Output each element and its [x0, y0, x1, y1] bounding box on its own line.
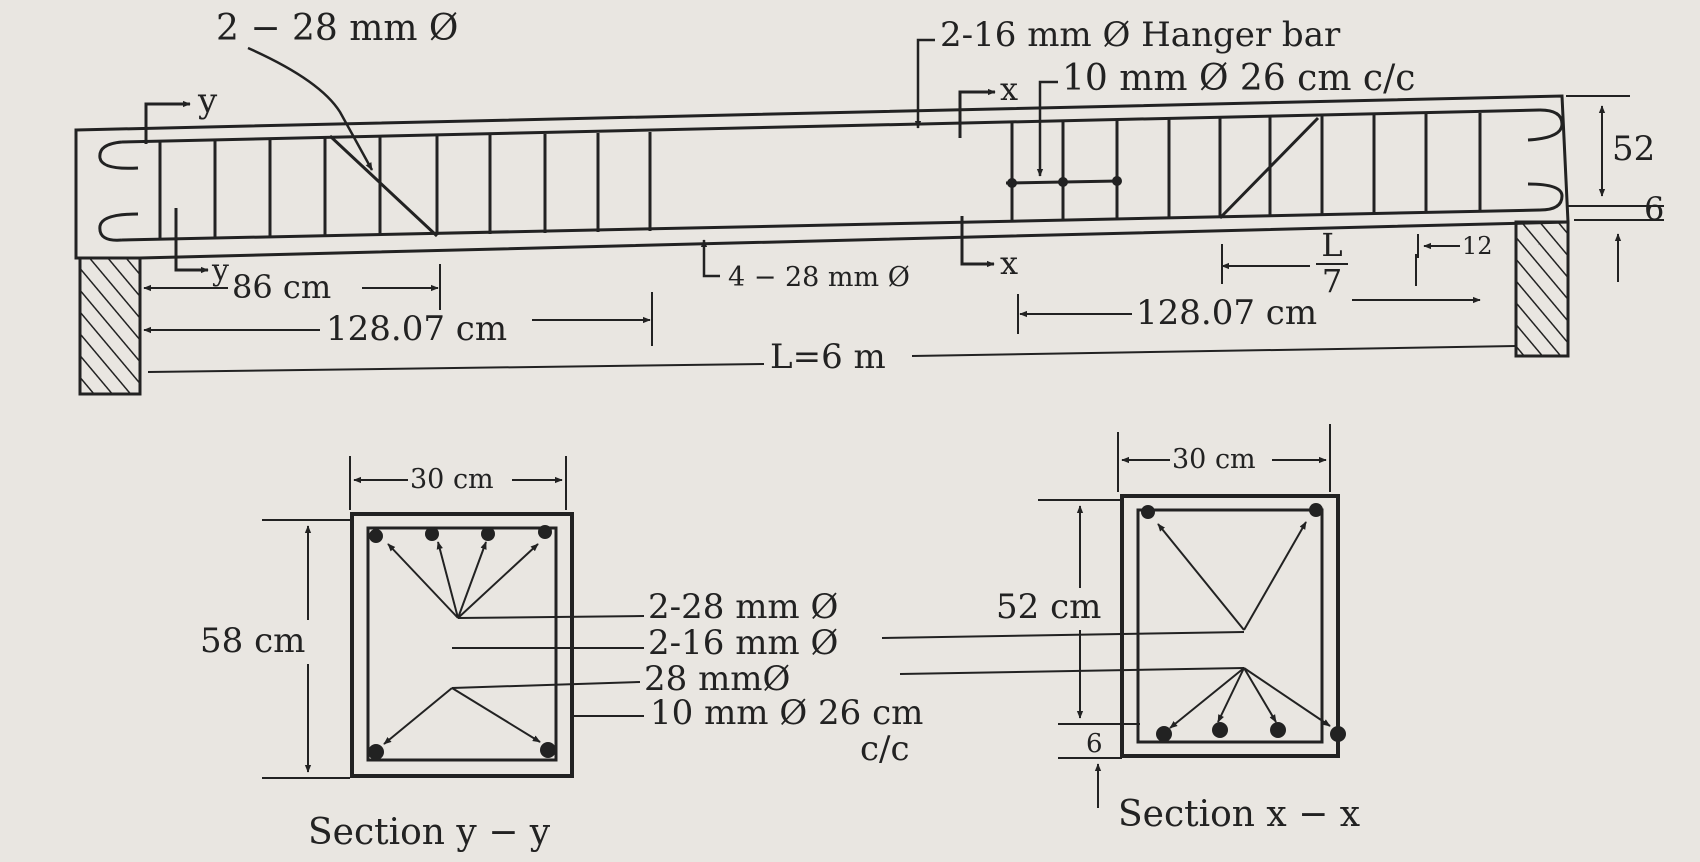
svg-text:128.07 cm: 128.07 cm — [1136, 293, 1317, 333]
svg-text:y: y — [211, 253, 229, 288]
section-y-y: 2-28 mm Ø 2-16 mm Ø 28 mmØ 10 mm Ø 26 cm… — [200, 456, 923, 853]
svg-text:128.07 cm: 128.07 cm — [326, 309, 507, 349]
beam-elevation: y y x x 2 − 28 mm Ø 2-16 mm Ø Hanger bar… — [74, 8, 1664, 396]
svg-text:4 − 28 mm Ø: 4 − 28 mm Ø — [728, 262, 910, 293]
label-stirrup-spacing: 10 mm Ø 26 cm c/c — [1036, 58, 1415, 177]
beam-outline — [74, 94, 1570, 260]
svg-text:7: 7 — [1322, 262, 1342, 300]
section-xx-width-dim: 30 cm — [1117, 424, 1331, 492]
svg-text:y: y — [197, 81, 218, 121]
section-yy-stirrup — [366, 526, 558, 762]
svg-text:x: x — [1000, 70, 1018, 108]
section-x-x: 30 cm 52 cm 6 Section x − x — [881, 424, 1360, 835]
svg-text:30 cm: 30 cm — [1172, 444, 1256, 475]
svg-text:L=6 m: L=6 m — [770, 337, 886, 377]
section-yy-callouts: 2-28 mm Ø 2-16 mm Ø 28 mmØ 10 mm Ø 26 cm… — [644, 587, 923, 769]
stirrups-right — [1010, 113, 1482, 220]
label-bent-bar-2-28: 2 − 28 mm Ø — [216, 8, 458, 171]
stirrup-ties — [1005, 176, 1122, 188]
svg-text:58 cm: 58 cm — [200, 621, 305, 661]
svg-text:10 mm Ø 26 cm c/c: 10 mm Ø 26 cm c/c — [1062, 58, 1415, 99]
svg-text:86 cm: 86 cm — [232, 268, 331, 306]
svg-text:2 − 28 mm Ø: 2 − 28 mm Ø — [216, 8, 458, 49]
section-yy-height-dim: 58 cm — [200, 519, 350, 779]
svg-text:c/c: c/c — [860, 729, 910, 769]
dim-span-L: L=6 m — [147, 337, 1517, 377]
section-yy-caption: Section y − y — [308, 812, 551, 853]
svg-text:28 mmØ: 28 mmØ — [644, 659, 790, 699]
section-xx-stirrup — [1136, 508, 1324, 744]
section-xx-bars — [1141, 503, 1346, 742]
svg-text:10 mm Ø 26 cm: 10 mm Ø 26 cm — [650, 693, 923, 733]
svg-text:12: 12 — [1462, 232, 1493, 260]
section-yy-leaders — [383, 541, 645, 745]
section-xx-outline — [1120, 494, 1340, 758]
dim-L-over-7: L 7 — [1221, 226, 1417, 300]
svg-text:52: 52 — [1612, 129, 1655, 169]
svg-text:2-16 mm Ø Hanger bar: 2-16 mm Ø Hanger bar — [940, 15, 1341, 55]
dim-left-128cm: 128.07 cm — [143, 292, 653, 349]
section-yy-width-dim: 30 cm — [349, 456, 567, 510]
section-xx-caption: Section x − x — [1118, 794, 1360, 835]
svg-text:30 cm: 30 cm — [410, 464, 494, 495]
dim-86cm: 86 cm — [143, 264, 441, 310]
left-support — [78, 256, 142, 396]
label-bottom-bars: 4 − 28 mm Ø — [700, 239, 910, 293]
section-yy-bars — [368, 525, 556, 760]
svg-text:2-28 mm Ø: 2-28 mm Ø — [648, 587, 838, 627]
stirrups-left — [158, 132, 652, 240]
main-bottom-bar — [121, 208, 1541, 242]
dim-depth-52-6: 52 6 — [1566, 95, 1664, 282]
section-marker-x: x x — [958, 70, 1018, 282]
right-support — [1514, 220, 1570, 358]
section-xx-height-dim: 52 cm 6 — [996, 499, 1140, 808]
svg-text:L: L — [1321, 226, 1342, 264]
svg-text:52 cm: 52 cm — [996, 587, 1101, 627]
section-xx-leaders — [881, 521, 1331, 729]
svg-text:6: 6 — [1644, 190, 1664, 228]
dim-right-128cm: 128.07 cm — [1017, 293, 1481, 334]
section-yy-outline — [350, 512, 574, 778]
svg-text:6: 6 — [1086, 729, 1103, 759]
section-marker-y: y y — [144, 81, 229, 288]
hanger-bar — [121, 108, 1541, 144]
svg-text:2-16 mm Ø: 2-16 mm Ø — [648, 623, 838, 663]
label-hanger-bar: 2-16 mm Ø Hanger bar — [914, 15, 1341, 129]
bent-up-bar-left — [328, 134, 439, 238]
svg-text:x: x — [1000, 244, 1018, 282]
dim-12: 12 — [1417, 232, 1493, 260]
